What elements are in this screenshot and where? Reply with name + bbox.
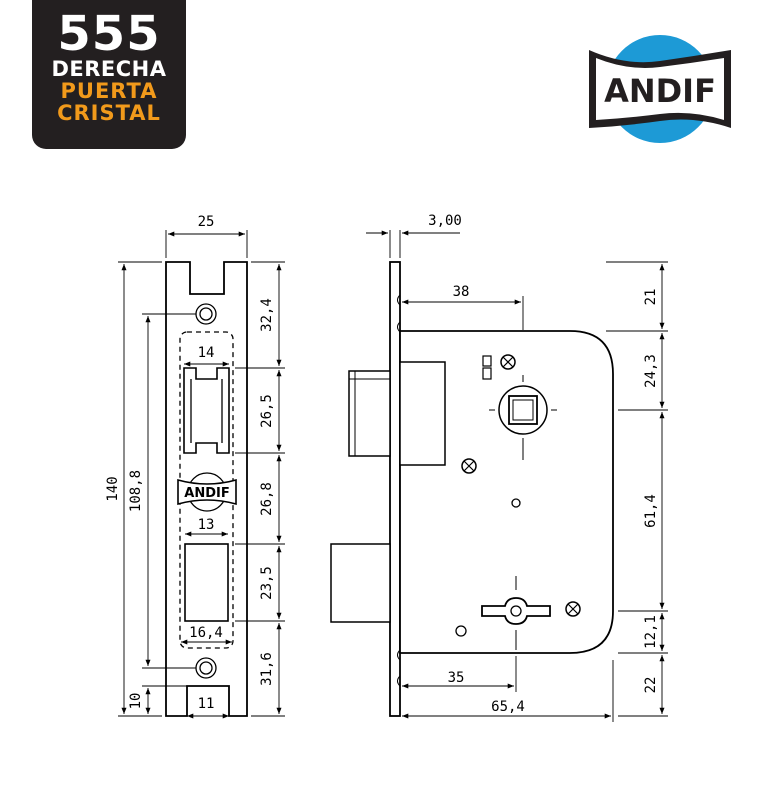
label-screw-span: 108,8 xyxy=(128,470,144,512)
front-view: ANDIF xyxy=(165,261,248,717)
latch-bolt xyxy=(348,370,391,457)
top-screw-hole-inner xyxy=(199,307,213,321)
cylinder-center xyxy=(510,605,522,617)
andif-logo: ANDIF xyxy=(589,35,731,143)
spindle-square xyxy=(508,395,538,425)
label-faceplate-thickness: 3,00 xyxy=(428,213,462,229)
latch-window xyxy=(183,367,230,454)
label-latch-width: 14 xyxy=(198,345,215,361)
door-type-line-1: PUERTA xyxy=(60,79,158,103)
screw-1-cross xyxy=(502,356,514,368)
label-notch-width: 11 xyxy=(198,696,215,712)
spindle-square-inner xyxy=(512,399,534,421)
faceplate-screw-marks xyxy=(397,294,401,687)
label-deadbolt-inner: 16,4 xyxy=(189,625,223,641)
screw-2 xyxy=(461,458,477,474)
label-height-total: 140 xyxy=(105,476,121,501)
label-bottom-offset: 10 xyxy=(128,693,144,710)
front-view-labels: 25 14 13 16,4 11 140 108,8 10 32,4 26,5 … xyxy=(105,214,275,712)
label-seg-5: 31,6 xyxy=(259,652,275,686)
faceplate-logo-banner xyxy=(177,478,237,506)
pin-hole xyxy=(511,498,521,508)
door-type-line-2: CRISTAL xyxy=(57,101,161,125)
label-right-5: 22 xyxy=(643,677,659,694)
switch-slot xyxy=(482,367,492,380)
label-backset-top: 38 xyxy=(453,284,470,300)
label-right-1: 21 xyxy=(643,289,659,306)
screw-1 xyxy=(500,354,516,370)
switch-slot xyxy=(482,355,492,367)
label-right-2: 24,3 xyxy=(643,354,659,388)
lock-case xyxy=(399,330,614,654)
logo-banner-inner xyxy=(596,58,724,120)
screw-3-cross xyxy=(567,603,579,615)
label-seg-1: 32,4 xyxy=(259,298,275,332)
spindle-hub xyxy=(498,385,548,435)
label-deadbolt-width: 13 xyxy=(198,517,215,533)
label-seg-2: 26,5 xyxy=(259,394,275,428)
label-seg-3: 26,8 xyxy=(259,482,275,516)
latch-internal xyxy=(399,361,446,466)
bottom-screw-hole-inner xyxy=(199,661,213,675)
side-view-dimensions xyxy=(366,230,668,722)
model-side: DERECHA xyxy=(51,57,167,81)
label-seg-4: 23,5 xyxy=(259,566,275,600)
pin-hole xyxy=(455,625,467,637)
label-right-3: 61,4 xyxy=(643,494,659,528)
label-backset-bottom: 35 xyxy=(448,670,465,686)
cylinder-cam xyxy=(481,597,551,625)
screw-2-cross xyxy=(463,460,475,472)
side-view xyxy=(330,261,614,717)
logo-text: ANDIF xyxy=(604,72,716,110)
model-badge: 555 DERECHA PUERTA CRISTAL xyxy=(32,0,186,149)
front-view-dimensions xyxy=(118,230,285,719)
screw-3 xyxy=(565,601,581,617)
label-right-4: 12,1 xyxy=(643,615,659,649)
label-width-top: 25 xyxy=(198,214,215,230)
model-number: 555 xyxy=(57,6,161,62)
label-depth-total: 65,4 xyxy=(491,699,525,715)
deadbolt-window xyxy=(184,543,229,622)
side-view-labels: 3,00 38 35 65,4 21 24,3 61,4 12,1 22 xyxy=(428,213,659,715)
deadbolt xyxy=(330,543,391,623)
faceplate-logo-text: ANDIF xyxy=(184,486,229,501)
